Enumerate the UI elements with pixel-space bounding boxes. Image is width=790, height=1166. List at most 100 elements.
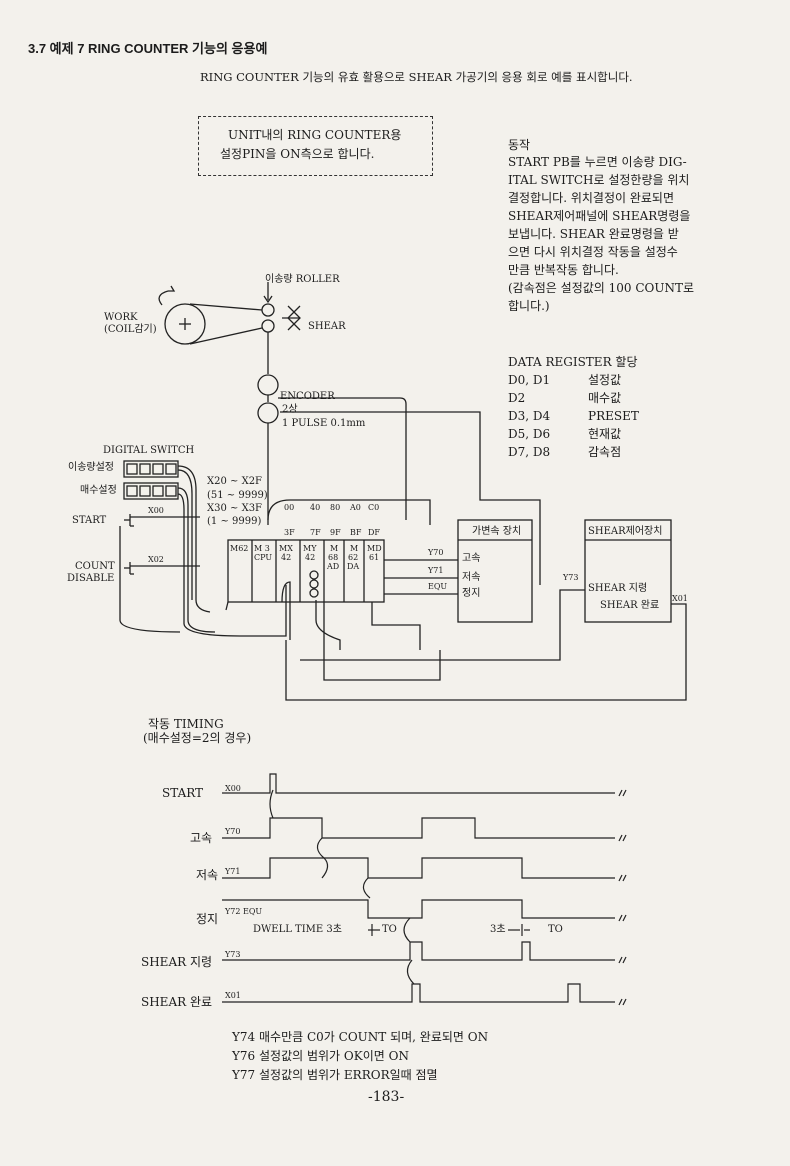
shear-label: SHEAR	[308, 321, 346, 332]
count-disable-label: COUNT	[75, 561, 115, 572]
register-name: D5, D6	[508, 427, 551, 441]
roller-icon	[261, 303, 275, 317]
timeout-label: TO	[382, 924, 397, 935]
operation-line: 만큼 반복작동 합니다.	[508, 263, 619, 277]
module-m68ad: M	[330, 544, 339, 553]
address-top: 40	[310, 503, 321, 512]
data-register-title: DATA REGISTER 할당	[508, 355, 638, 369]
register-desc: 설정값	[588, 373, 622, 387]
feed-digital-switch[interactable]	[123, 460, 179, 478]
digital-switch-title: DIGITAL SWITCH	[103, 445, 195, 456]
module-mx42: 42	[281, 553, 292, 562]
encoder-icon	[257, 374, 279, 396]
signal-label: SHEAR 지령	[141, 955, 213, 969]
address-top: A0	[350, 503, 361, 512]
note-line-1: UNIT내의 RING COUNTER용	[228, 128, 402, 142]
address-bottom: BF	[350, 528, 362, 537]
start-label: START	[72, 515, 107, 526]
shear-unit-title: SHEAR제어장치	[588, 526, 663, 537]
timing-subtitle: (매수설정=2의 경우)	[143, 731, 252, 745]
register-desc: PRESET	[588, 409, 639, 423]
count-digital-switch[interactable]	[123, 482, 179, 500]
start-waveform	[222, 773, 615, 794]
operation-line: ITAL SWITCH로 설정한량을 위치	[508, 173, 690, 187]
shear-command-waveform	[222, 941, 615, 961]
operation-line: 결정합니다. 위치결정이 완료되면	[508, 191, 675, 205]
register-name: D0, D1	[508, 373, 551, 387]
timeout-label: TO	[548, 924, 563, 935]
module-m68ad: AD	[327, 562, 340, 571]
operation-title: 동작	[508, 138, 531, 152]
work-coil-icon	[164, 303, 206, 345]
note-box	[198, 116, 433, 176]
operation-line: SHEAR제어패널에 SHEAR명령을	[508, 209, 691, 223]
module-m62da: 62	[348, 553, 359, 562]
switch-range: (51 ~ 9999)	[207, 490, 268, 501]
address-bottom: 7F	[310, 528, 321, 537]
speed-control-unit	[457, 519, 533, 623]
signal-address: Y73	[225, 950, 241, 959]
address-bottom: 9F	[330, 528, 341, 537]
encoder-label: ENCODER	[280, 391, 335, 402]
encoder-pulse: 1 PULSE 0.1mm	[282, 418, 366, 429]
m62-label: M62	[230, 544, 249, 553]
module-md61: MD	[367, 544, 382, 553]
plc-rack	[227, 539, 385, 603]
equ-label: EQU	[428, 582, 448, 591]
shear-command-label: SHEAR 지령	[588, 583, 648, 594]
signal-address: Y72 EQU	[225, 907, 263, 916]
speed-unit-item: 고속	[462, 553, 481, 564]
register-desc: 매수값	[588, 391, 622, 405]
x00-label: X00	[148, 506, 164, 515]
page-number: -183-	[368, 1089, 405, 1105]
module-cpu: M 3	[254, 544, 270, 553]
timing-chart	[222, 773, 627, 1006]
module-m62da: DA	[347, 562, 360, 571]
signal-label: 정지	[196, 912, 219, 926]
roller-label: 이송량 ROLLER	[265, 274, 340, 285]
signal-address: Y70	[225, 827, 241, 836]
register-desc: 감속점	[588, 445, 622, 459]
shear-icon	[287, 305, 301, 331]
operation-line: 합니다.)	[508, 299, 550, 313]
switch-range: X30 ~ X3F	[207, 503, 262, 514]
encoder-phase: 2상	[282, 404, 298, 415]
module-md61: 61	[369, 553, 380, 562]
address-bottom: 3F	[284, 528, 295, 537]
x02-label: X02	[148, 555, 164, 564]
stop-waveform	[222, 899, 615, 919]
operation-line: START PB를 누르면 이송량 DIG-	[508, 155, 687, 169]
note-y74: Y74 매수만큼 C0가 COUNT 되며, 완료되면 ON	[232, 1030, 489, 1044]
count-setting-label: 매수설정	[80, 485, 117, 496]
signal-address: X00	[225, 784, 241, 793]
x01-label: X01	[672, 594, 688, 603]
address-top: 00	[284, 503, 295, 512]
note-line-2: 설정PIN을 ON측으로 합니다.	[220, 147, 375, 161]
module-my42: MY	[303, 544, 317, 553]
operation-line: 보냅니다. SHEAR 완료명령을 받	[508, 227, 679, 241]
note-y77: Y77 설정값의 범위가 ERROR일때 점멸	[232, 1068, 438, 1082]
feed-setting-label: 이송량설정	[68, 462, 114, 473]
intro-text: RING COUNTER 기능의 유효 활용으로 SHEAR 가공기의 응용 회…	[200, 70, 633, 84]
y73-label: Y73	[563, 573, 579, 582]
module-my42: 42	[305, 553, 316, 562]
shear-done-waveform	[222, 983, 615, 1003]
register-desc: 현재값	[588, 427, 622, 441]
y70-label: Y70	[428, 548, 444, 557]
module-m68ad: 68	[328, 553, 339, 562]
signal-label: 고속	[190, 831, 213, 845]
work-label: WORK	[104, 312, 138, 323]
signal-address: X01	[225, 991, 241, 1000]
signal-address: Y71	[225, 867, 241, 876]
module-m62da: M	[350, 544, 359, 553]
note-y76: Y76 설정값의 범위가 OK이면 ON	[232, 1049, 409, 1063]
register-name: D7, D8	[508, 445, 551, 459]
register-name: D3, D4	[508, 409, 551, 423]
shear-done-label: SHEAR 완료	[600, 600, 660, 611]
address-bottom: DF	[368, 528, 380, 537]
signal-label: 저속	[196, 868, 219, 882]
operation-line: 으면 다시 위치결정 작동을 설정수	[508, 245, 678, 259]
three-second-label: 3초	[490, 924, 506, 935]
signal-label: SHEAR 완료	[141, 995, 213, 1009]
